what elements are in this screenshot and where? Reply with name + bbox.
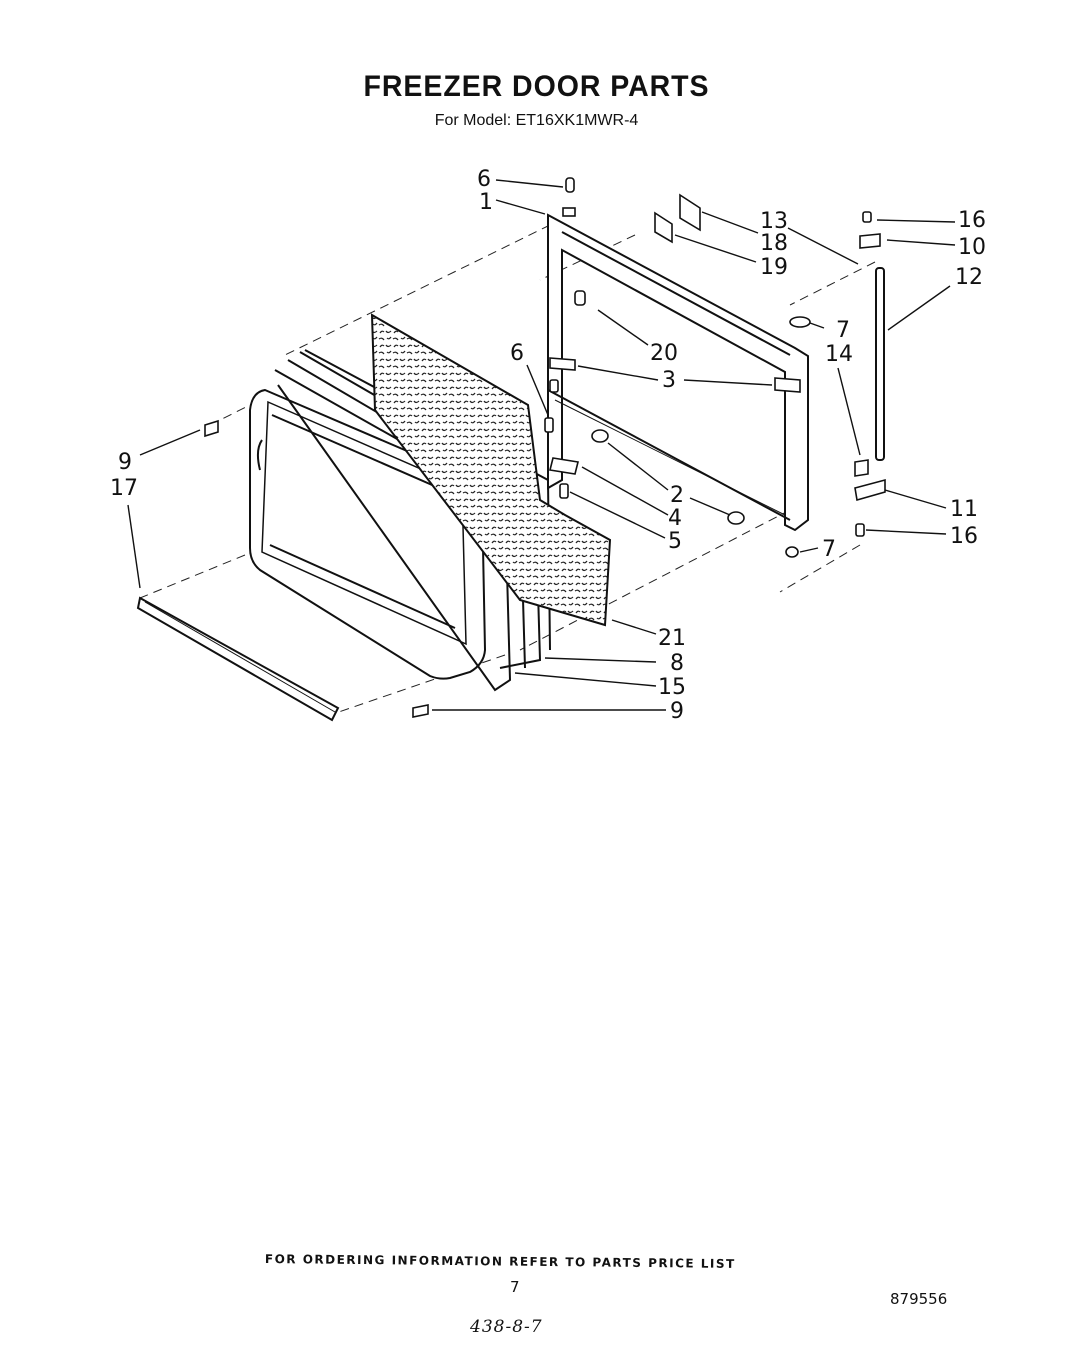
- callout-7: 7: [822, 537, 836, 562]
- document-number: 879556: [890, 1290, 948, 1308]
- callout-7: 7: [836, 318, 850, 343]
- callout-14: 14: [825, 342, 853, 367]
- callout-21: 21: [658, 626, 686, 651]
- callout-20: 20: [650, 341, 678, 366]
- callout-8: 8: [670, 651, 684, 676]
- callout-13: 13: [760, 209, 788, 234]
- model-subtitle: For Model: ET16XK1MWR-4: [434, 112, 639, 129]
- callout-4: 4: [668, 506, 682, 531]
- assembly-guide-lines: [139, 224, 876, 716]
- callout-5: 5: [668, 529, 682, 554]
- leader-lines: [127, 179, 956, 711]
- callout-9: 9: [118, 450, 132, 475]
- foam-insulation: [370, 313, 612, 627]
- callout-16: 16: [950, 524, 978, 549]
- hardware: [204, 177, 886, 718]
- callout-1: 1: [479, 190, 493, 215]
- callout-2: 2: [670, 483, 684, 508]
- callout-12: 12: [955, 265, 983, 290]
- callout-6: 6: [477, 167, 491, 192]
- callout-labels: 6 1 13 16 18 10 19 12 7 20 6 14 3 9 17 2…: [110, 167, 986, 724]
- page-number: 7: [510, 1278, 520, 1296]
- callout-17: 17: [110, 476, 138, 501]
- callout-3: 3: [662, 368, 676, 393]
- callout-9: 9: [670, 699, 684, 724]
- callout-19: 19: [760, 255, 788, 280]
- gasket-strip: [875, 267, 885, 461]
- bottom-trim-strip: [136, 596, 340, 722]
- callout-18: 18: [760, 231, 788, 256]
- callout-6: 6: [510, 341, 524, 366]
- door-frame: [547, 213, 809, 532]
- handwritten-code: 438-8-7: [470, 1317, 543, 1337]
- callout-10: 10: [958, 235, 986, 260]
- callout-15: 15: [658, 675, 686, 700]
- callout-16: 16: [958, 208, 986, 233]
- callout-11: 11: [950, 497, 978, 522]
- page-title: FREEZER DOOR PARTS: [363, 70, 710, 103]
